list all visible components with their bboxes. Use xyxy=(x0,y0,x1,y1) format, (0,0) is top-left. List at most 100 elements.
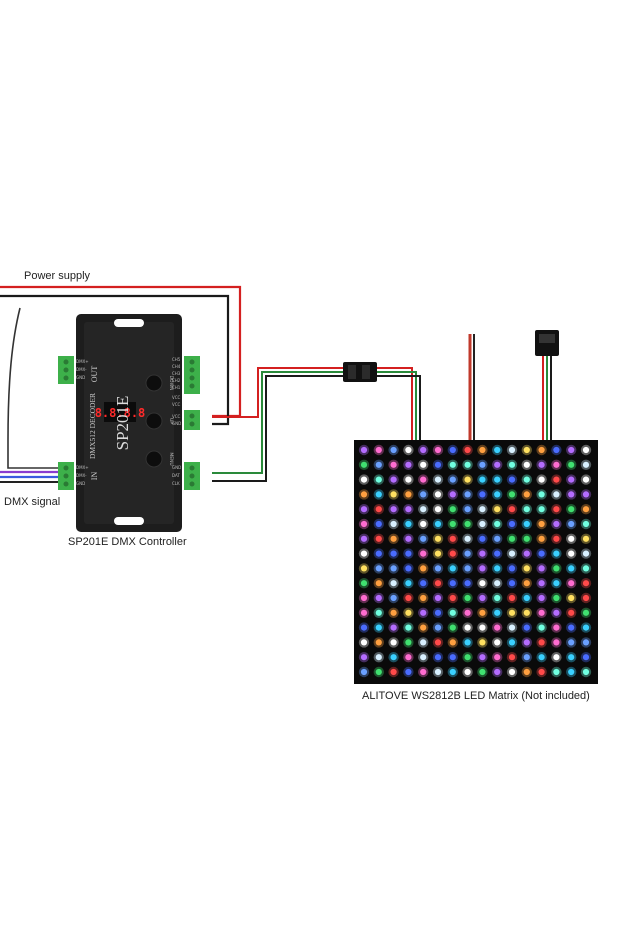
led-pixel xyxy=(479,446,486,454)
led-pixel xyxy=(434,446,442,454)
led-pixel xyxy=(434,520,442,528)
led-pixel xyxy=(390,565,397,572)
led-pixel xyxy=(523,639,530,646)
led-pixel xyxy=(449,461,456,468)
led-pixel xyxy=(360,506,368,513)
led-pixel xyxy=(405,535,412,542)
in-label: IN xyxy=(90,472,99,481)
led-pixel xyxy=(508,565,516,572)
pin-label: GND xyxy=(172,421,181,426)
led-pixel xyxy=(508,550,516,557)
led-pixel xyxy=(449,609,456,616)
led-pixel xyxy=(553,609,560,616)
led-pixel xyxy=(434,476,442,483)
menu-button-label: MENU xyxy=(168,452,174,465)
led-pixel xyxy=(464,461,471,468)
pin-label: CLK xyxy=(172,481,180,486)
led-pixel xyxy=(523,609,530,616)
led-pixel xyxy=(390,580,397,587)
led-pixel xyxy=(360,594,368,602)
led-pixel xyxy=(479,506,486,513)
led-pixel xyxy=(405,506,412,513)
led-pixel xyxy=(420,639,427,646)
led-pixel xyxy=(494,668,501,676)
decoder-label: DMX512 DECODER xyxy=(88,393,97,459)
led-pixel xyxy=(508,639,516,646)
led-pixel xyxy=(568,654,575,661)
led-pixel xyxy=(494,594,501,602)
dmx-black-wire xyxy=(7,307,60,469)
pin-label: VCC xyxy=(172,414,181,419)
led-pixel xyxy=(494,580,501,587)
led-pixel xyxy=(420,550,427,557)
down-button-label: DOWN xyxy=(168,376,174,391)
led-pixel xyxy=(553,594,560,602)
led-pixel xyxy=(523,535,530,542)
led-pixel xyxy=(464,624,471,631)
led-pixel xyxy=(449,535,456,542)
led-pixel xyxy=(464,550,471,557)
pin-label: DMX+ xyxy=(76,359,89,364)
led-pixel xyxy=(508,624,516,631)
led-pixel xyxy=(405,550,412,557)
led-pixel xyxy=(582,520,590,528)
up-button xyxy=(145,412,163,430)
led-pixel xyxy=(420,565,427,572)
led-pixel xyxy=(553,535,560,542)
led-pixel xyxy=(420,624,427,631)
led-pixel xyxy=(508,594,516,602)
led-pixel xyxy=(434,535,442,542)
led-pixel xyxy=(464,580,471,587)
led-pixel xyxy=(538,565,545,572)
pin-label: CH1 xyxy=(172,385,181,390)
led-pixel xyxy=(538,580,545,587)
led-pixel xyxy=(508,654,516,661)
led-pixel xyxy=(405,446,412,454)
led-pixel xyxy=(494,461,501,468)
led-pixel xyxy=(449,594,456,602)
led-pixel xyxy=(420,476,427,483)
led-pixel xyxy=(553,639,560,646)
led-pixel xyxy=(375,654,382,661)
led-pixel xyxy=(582,446,590,454)
pin-label: GND xyxy=(76,375,85,380)
led-pixel xyxy=(390,639,397,646)
led-pixel xyxy=(568,594,575,602)
led-pixel xyxy=(568,565,575,572)
right-terminal-mid xyxy=(184,410,200,430)
menu-button xyxy=(145,450,163,468)
led-pixel xyxy=(508,476,516,483)
led-pixel xyxy=(582,668,590,676)
led-pixel xyxy=(360,580,368,587)
led-pixel xyxy=(375,594,382,602)
matrix-input-green xyxy=(375,371,417,440)
led-pixel xyxy=(464,594,471,602)
led-pixel xyxy=(479,639,486,646)
led-pixel xyxy=(582,491,590,498)
led-pixel xyxy=(375,491,382,498)
led-pixel xyxy=(479,461,486,468)
led-display-bezel xyxy=(104,402,136,422)
pin-label: GND xyxy=(76,481,85,486)
led-pixel xyxy=(553,580,560,587)
led-pixel xyxy=(553,565,560,572)
led-pixel xyxy=(464,446,471,454)
led-pixel xyxy=(449,446,456,454)
led-pixel xyxy=(390,461,397,468)
led-pixel xyxy=(479,565,486,572)
led-pixel xyxy=(434,624,442,631)
led-pixel xyxy=(449,565,456,572)
led-pixel xyxy=(538,594,545,602)
led-pixel xyxy=(582,535,590,542)
power-black-wire xyxy=(0,294,230,426)
led-pixel xyxy=(508,580,516,587)
out-red-wire xyxy=(212,367,345,418)
led-pixel xyxy=(508,609,516,616)
led-pixel xyxy=(375,476,382,483)
led-pixel xyxy=(523,506,530,513)
led-pixel xyxy=(464,565,471,572)
led-pixel xyxy=(449,624,456,631)
led-pixel xyxy=(434,461,442,468)
led-pixel xyxy=(390,668,397,676)
